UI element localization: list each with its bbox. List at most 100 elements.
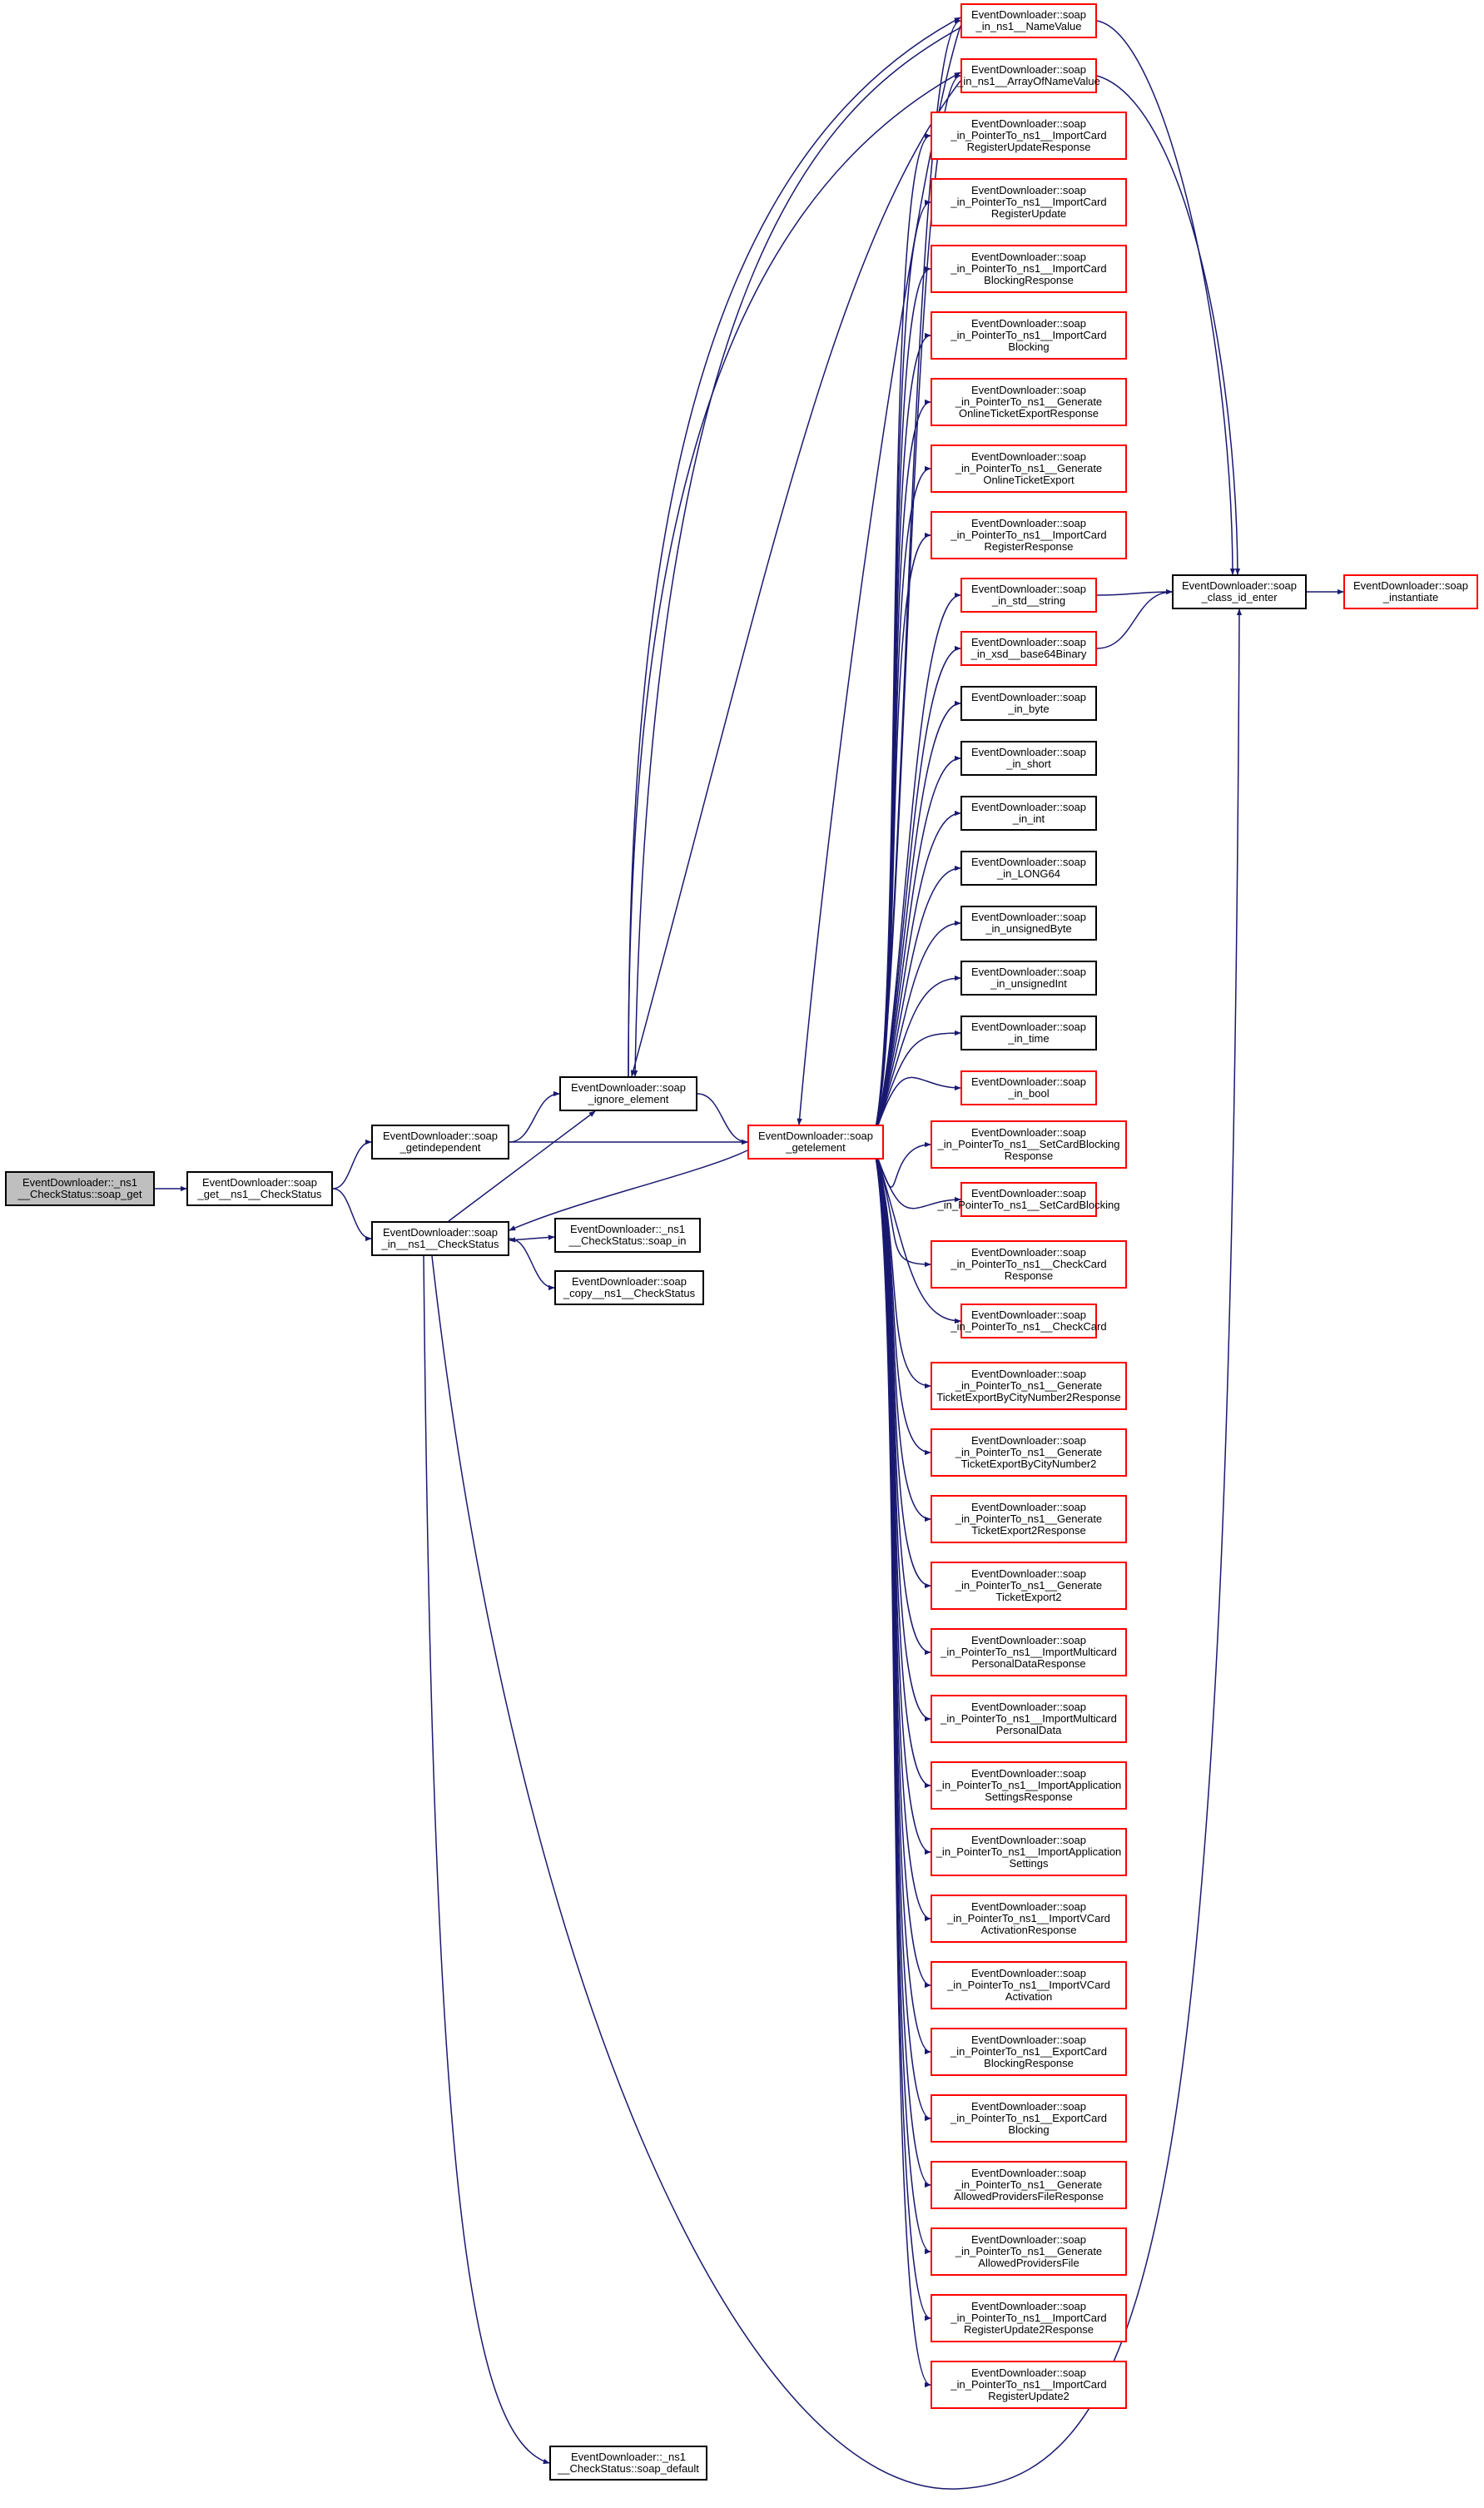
node-t38[interactable]: EventDownloader::soap_in_PointerTo_ns1__… <box>931 2361 1127 2409</box>
node-t21[interactable]: EventDownloader::soap_in_PointerTo_ns1__… <box>931 1240 1127 1289</box>
node-t0[interactable]: EventDownloader::soap_in_ns1__NameValue <box>960 3 1097 38</box>
edge-in-ignore <box>448 1110 596 1222</box>
node-label-line: EventDownloader::soap <box>1181 579 1298 592</box>
edge-arrayofnamevalue-classid <box>1096 75 1241 575</box>
node-label-line: _in_PointerTo_ns1__ImportCard <box>950 129 1107 142</box>
node-label-line: EventDownloader::soap <box>757 1130 874 1142</box>
node-t8[interactable]: EventDownloader::soap_in_PointerTo_ns1__… <box>931 511 1127 559</box>
node-t2[interactable]: EventDownloader::soap_in_PointerTo_ns1__… <box>931 112 1127 160</box>
node-ignore[interactable]: EventDownloader::soap_ignore_element <box>559 1076 697 1111</box>
node-label-line: _in_PointerTo_ns1__Generate <box>955 1379 1103 1392</box>
node-t17[interactable]: EventDownloader::soap_in_time <box>960 1016 1097 1050</box>
node-t14[interactable]: EventDownloader::soap_in_LONG64 <box>960 851 1097 886</box>
node-label-line: _getelement <box>786 1141 846 1154</box>
node-soap-in[interactable]: EventDownloader::_ns1__CheckStatus::soap… <box>554 1218 701 1253</box>
node-label-line: RegisterUpdateResponse <box>966 141 1091 153</box>
node-t30[interactable]: EventDownloader::soap_in_PointerTo_ns1__… <box>931 1828 1127 1876</box>
node-label-line: EventDownloader::soap <box>970 1501 1087 1513</box>
node-t7[interactable]: EventDownloader::soap_in_PointerTo_ns1__… <box>931 444 1127 493</box>
edge-namevalue-classid <box>1096 20 1236 575</box>
node-t22[interactable]: EventDownloader::soap_in_PointerTo_ns1__… <box>950 1304 1107 1338</box>
node-t27[interactable]: EventDownloader::soap_in_PointerTo_ns1__… <box>931 1628 1127 1676</box>
node-in-ns1[interactable]: EventDownloader::soap_in__ns1__CheckStat… <box>371 1221 509 1256</box>
node-t3[interactable]: EventDownloader::soap_in_PointerTo_ns1__… <box>931 178 1127 226</box>
edge-getelement-t29 <box>871 1141 931 1789</box>
node-t32[interactable]: EventDownloader::soap_in_PointerTo_ns1__… <box>931 1961 1127 2009</box>
node-t37[interactable]: EventDownloader::soap_in_PointerTo_ns1__… <box>931 2294 1127 2342</box>
node-soap-default[interactable]: EventDownloader::_ns1__CheckStatus::soap… <box>549 2446 707 2481</box>
node-label-line: EventDownloader::soap <box>970 63 1087 76</box>
edge-arrayofnamevalue-ignore <box>630 80 961 1077</box>
node-root: EventDownloader::_ns1__CheckStatus::soap… <box>5 1171 155 1206</box>
node-t16[interactable]: EventDownloader::soap_in_unsignedInt <box>960 961 1097 996</box>
edge-namevalue-ignore <box>632 27 961 1077</box>
node-t5[interactable]: EventDownloader::soap_in_PointerTo_ns1__… <box>931 311 1127 360</box>
edge-ignore-getelement <box>697 1093 748 1145</box>
node-label-line: _in_PointerTo_ns1__ImportCard <box>950 329 1107 341</box>
node-label-line: _in_PointerTo_ns1__ImportMulticard <box>941 1646 1117 1658</box>
node-t35[interactable]: EventDownloader::soap_in_PointerTo_ns1__… <box>931 2161 1127 2209</box>
node-label-line: EventDownloader::soap <box>970 1567 1087 1580</box>
node-label-line: RegisterUpdate2Response <box>963 2323 1094 2336</box>
node-label-line: EventDownloader::soap <box>970 1967 1087 1979</box>
node-t25[interactable]: EventDownloader::soap_in_PointerTo_ns1__… <box>931 1495 1127 1543</box>
node-t31[interactable]: EventDownloader::soap_in_PointerTo_ns1__… <box>931 1895 1127 1943</box>
node-label-line: _in_PointerTo_ns1__ImportCard <box>950 262 1107 275</box>
edge-get-getindependent <box>332 1139 372 1189</box>
node-label-line: _in_PointerTo_ns1__Generate <box>955 2178 1103 2191</box>
node-t1[interactable]: EventDownloader::soap_in_ns1__ArrayOfNam… <box>957 58 1100 93</box>
node-t28[interactable]: EventDownloader::soap_in_PointerTo_ns1__… <box>931 1695 1127 1743</box>
node-t29[interactable]: EventDownloader::soap_in_PointerTo_ns1__… <box>931 1761 1127 1810</box>
node-t33[interactable]: EventDownloader::soap_in_PointerTo_ns1__… <box>931 2028 1127 2076</box>
node-label-line: _in_PointerTo_ns1__ExportCard <box>950 2112 1107 2124</box>
node-get-ns1[interactable]: EventDownloader::soap_get__ns1__CheckSta… <box>186 1171 333 1206</box>
node-label-line: _in_unsignedInt <box>990 977 1067 990</box>
node-label-line: _in_PointerTo_ns1__Generate <box>955 2245 1103 2257</box>
node-label-line: _in_PointerTo_ns1__ExportCard <box>950 2045 1107 2058</box>
node-t15[interactable]: EventDownloader::soap_in_unsignedByte <box>960 906 1097 941</box>
node-t4[interactable]: EventDownloader::soap_in_PointerTo_ns1__… <box>931 245 1127 293</box>
node-label-line: EventDownloader::soap <box>970 636 1087 648</box>
node-t18[interactable]: EventDownloader::soap_in_bool <box>960 1070 1097 1105</box>
node-t24[interactable]: EventDownloader::soap_in_PointerTo_ns1__… <box>931 1428 1127 1477</box>
node-label-line: _in_ns1__NameValue <box>975 20 1082 32</box>
node-t26[interactable]: EventDownloader::soap_in_PointerTo_ns1__… <box>931 1562 1127 1610</box>
node-t23[interactable]: EventDownloader::soap_in_PointerTo_ns1__… <box>931 1362 1127 1410</box>
node-t10[interactable]: EventDownloader::soap_in_xsd__base64Bina… <box>960 631 1097 666</box>
node-label-line: EventDownloader::soap <box>970 1900 1087 1913</box>
node-label-line: EventDownloader::soap <box>970 317 1087 330</box>
edge-getelement-t15 <box>871 920 961 1143</box>
node-t9[interactable]: EventDownloader::soap_in_std__string <box>960 578 1097 613</box>
node-label-line: _in_PointerTo_ns1__Generate <box>955 395 1103 408</box>
node-t36[interactable]: EventDownloader::soap_in_PointerTo_ns1__… <box>931 2227 1127 2276</box>
node-label-line: __CheckStatus::soap_in <box>568 1234 687 1247</box>
node-t12[interactable]: EventDownloader::soap_in_short <box>960 741 1097 776</box>
node-label-line: EventDownloader::soap <box>970 1309 1087 1321</box>
node-label-line: _in_PointerTo_ns1__ImportMulticard <box>941 1712 1117 1725</box>
node-t34[interactable]: EventDownloader::soap_in_PointerTo_ns1__… <box>931 2094 1127 2143</box>
node-copy[interactable]: EventDownloader::soap_copy__ns1__CheckSt… <box>554 1270 704 1305</box>
node-t6[interactable]: EventDownloader::soap_in_PointerTo_ns1__… <box>931 378 1127 426</box>
node-t19[interactable]: EventDownloader::soap_in_PointerTo_ns1__… <box>931 1120 1127 1169</box>
node-instantiate[interactable]: EventDownloader::soap_instantiate <box>1343 574 1478 609</box>
node-t11[interactable]: EventDownloader::soap_in_byte <box>960 686 1097 721</box>
node-label-line: RegisterResponse <box>984 540 1074 553</box>
node-label-line: _instantiate <box>1382 591 1439 603</box>
node-label-line: EventDownloader::soap <box>970 1368 1087 1380</box>
node-label-line: EventDownloader::soap <box>970 746 1087 758</box>
node-label-line: RegisterUpdate <box>990 207 1067 220</box>
node-label-line: EventDownloader::soap <box>970 1187 1087 1199</box>
node-getindependent[interactable]: EventDownloader::soap_getindependent <box>371 1125 509 1160</box>
node-t13[interactable]: EventDownloader::soap_in_int <box>960 796 1097 831</box>
node-label-line: _in_PointerTo_ns1__ImportCard <box>950 2378 1107 2391</box>
node-label-line: EventDownloader::soap <box>970 2233 1087 2246</box>
node-label-line: EventDownloader::_ns1 <box>569 1223 686 1235</box>
node-label-line: EventDownloader::soap <box>970 2034 1087 2046</box>
node-t20[interactable]: EventDownloader::soap_in_PointerTo_ns1__… <box>938 1182 1120 1217</box>
node-label-line: EventDownloader::soap <box>1352 579 1469 592</box>
node-class-id[interactable]: EventDownloader::soap_class_id_enter <box>1172 574 1307 609</box>
node-getelement[interactable]: EventDownloader::soap_getelement <box>747 1125 884 1160</box>
node-label-line: EventDownloader::soap <box>970 1834 1087 1846</box>
node-label-line: _in_PointerTo_ns1__ImportCard <box>950 529 1107 541</box>
node-label-line: _in_short <box>1006 757 1051 770</box>
